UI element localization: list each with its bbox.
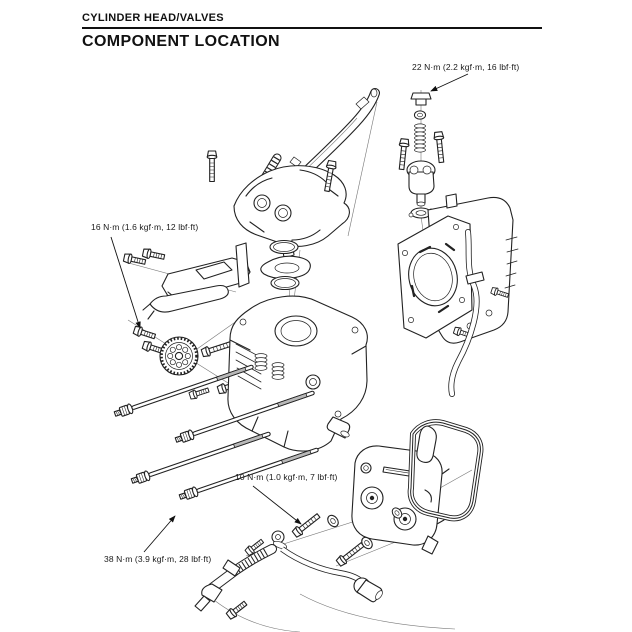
cylinder-head [227, 295, 368, 452]
hose-clamp [222, 559, 241, 577]
tensioner-bolt-right [432, 130, 447, 164]
section-title: CYLINDER HEAD/VALVES [82, 12, 224, 24]
tensioner-bolt-left [396, 137, 411, 171]
header-rule [82, 27, 542, 29]
sprocket-bolt-16nm [132, 324, 157, 342]
page-title: COMPONENT LOCATION [82, 33, 281, 50]
hose-clamp [465, 271, 485, 285]
valve-springs [254, 353, 285, 380]
sealing-washer [413, 110, 427, 120]
flange-bolt [334, 540, 367, 568]
breather-hose [448, 229, 485, 397]
page-header: CYLINDER HEAD/VALVES COMPONENT LOCATION [82, 12, 542, 51]
tensioner-spring [414, 123, 426, 153]
tensioner-cap-bolt [410, 92, 432, 106]
leader-38nm [143, 515, 176, 553]
torque-label-10nm: 10 N·m (1.0 kgf·m, 7 lbf·ft) [235, 472, 338, 482]
cam-sprocket [132, 324, 250, 401]
banjo-bolt-10nm [290, 511, 323, 539]
oil-hose [194, 530, 456, 632]
flange-bolt [200, 338, 234, 359]
head-cover-gasket [407, 419, 484, 522]
torque-label-22nm: 22 N·m (2.2 kgf·m, 16 lbf·ft) [412, 62, 520, 72]
holder-bolt-left [206, 150, 218, 183]
torque-label-16nm: 16 N·m (1.6 kgf·m, 12 lbf·ft) [91, 222, 199, 232]
rocker-arm-assembly [122, 242, 251, 320]
leader-16nm [110, 236, 141, 329]
cam-chain-tensioner [396, 92, 447, 219]
leader-22nm [430, 73, 469, 92]
flange-bolt [224, 598, 249, 621]
leader-10nm [252, 485, 302, 525]
camshaft-holder [206, 150, 350, 259]
cylinder-head-gasket [397, 215, 473, 339]
o-ring-stack [260, 239, 311, 291]
leader-arrows [110, 73, 469, 553]
torque-label-38nm: 38 N·m (3.9 kgf·m, 28 lbf·ft) [104, 554, 212, 564]
tensioner-body [406, 160, 436, 207]
